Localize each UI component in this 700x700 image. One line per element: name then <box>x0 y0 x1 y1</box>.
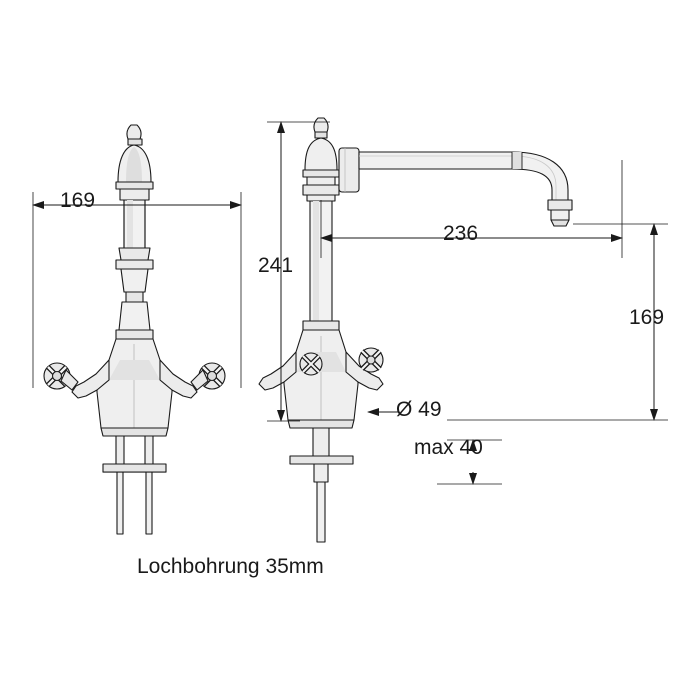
front-right-handle <box>159 359 226 399</box>
dim-label-base-diameter: Ø 49 <box>396 398 442 421</box>
side-spout-arm <box>358 151 573 227</box>
front-mounting-shanks <box>102 435 167 535</box>
front-column <box>115 188 154 340</box>
dim-spout-reach <box>320 160 623 258</box>
dim-label-total-height: 241 <box>258 254 294 277</box>
dim-label-spout-reach: 236 <box>443 222 479 245</box>
side-dome <box>302 137 340 178</box>
dim-spout-height <box>447 223 668 421</box>
side-mounting-shanks <box>289 427 354 543</box>
dim-label-front-width: 169 <box>60 189 96 212</box>
dim-label-max-thickness: max 40 <box>414 436 483 459</box>
front-dome <box>115 144 154 190</box>
dim-total-height <box>267 121 330 422</box>
dim-label-spout-height: 169 <box>629 306 665 329</box>
side-right-handle <box>345 347 384 391</box>
side-top-finial <box>313 117 329 139</box>
side-column <box>302 194 340 331</box>
dim-front-width <box>32 192 242 388</box>
note-hole-drilling: Lochbohrung 35mm <box>137 555 324 578</box>
dim-max-thickness <box>437 439 502 485</box>
front-left-handle <box>43 359 110 399</box>
side-view-faucet <box>258 117 573 543</box>
front-body <box>96 338 173 437</box>
side-body <box>283 329 359 429</box>
front-view-faucet <box>43 124 226 535</box>
front-top-finial <box>126 124 143 146</box>
dimension-lines <box>32 121 668 485</box>
